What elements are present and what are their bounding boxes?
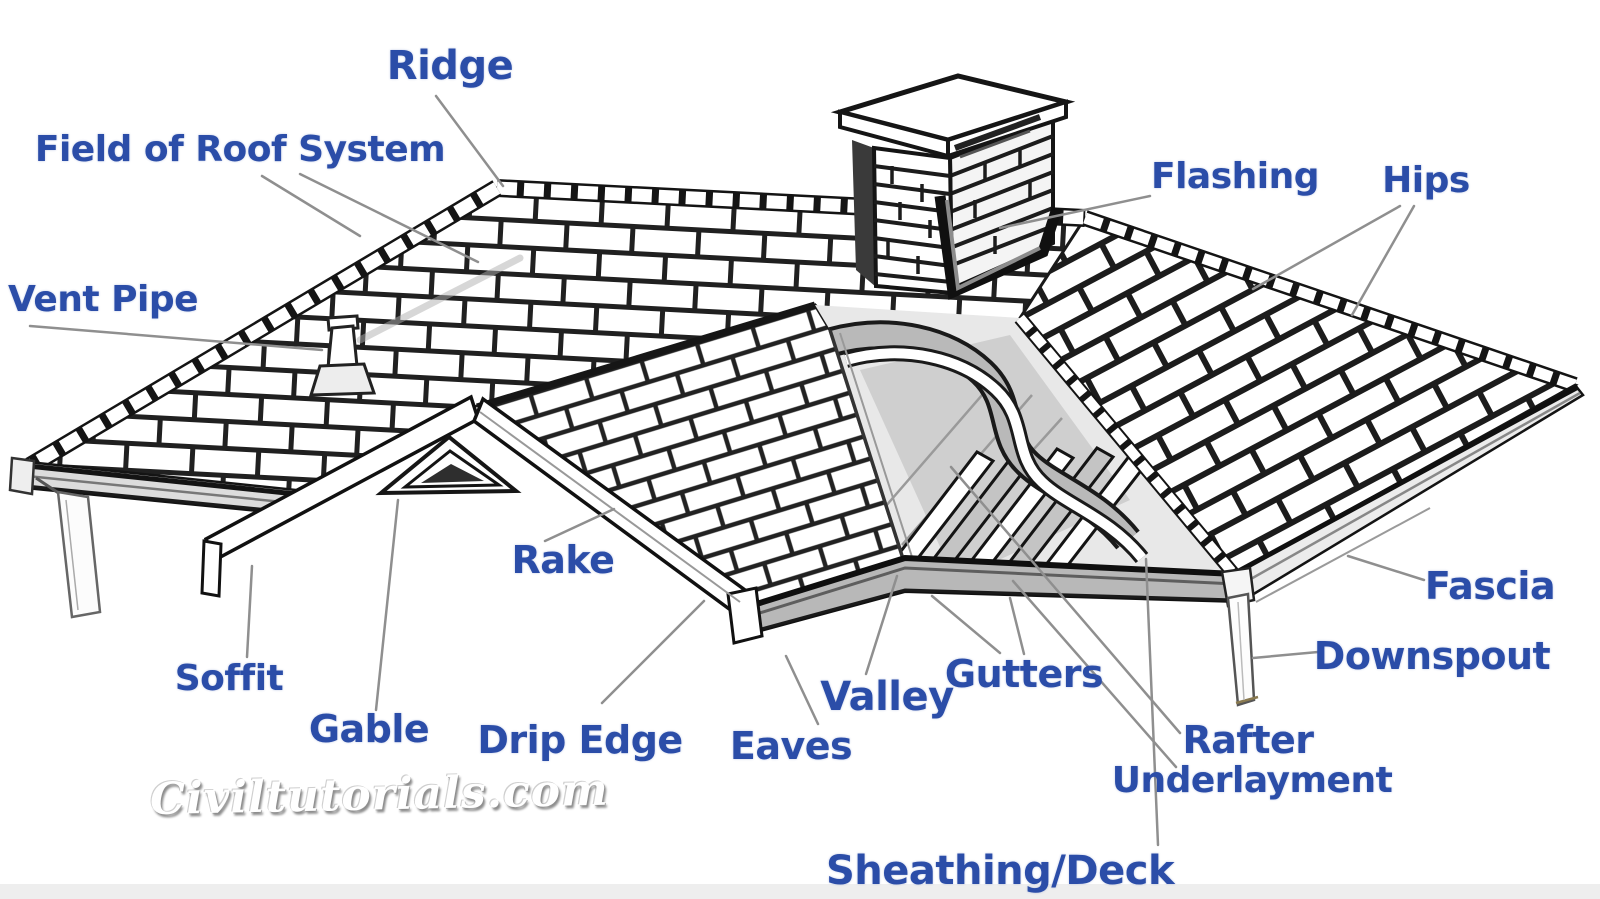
leader-ridge bbox=[434, 94, 505, 188]
label-gable: Gable bbox=[308, 707, 430, 751]
leader-gable bbox=[374, 498, 400, 712]
bottom-smudge bbox=[0, 884, 1600, 899]
leader-hips bbox=[1251, 204, 1402, 291]
leader-soffit bbox=[245, 564, 254, 659]
label-eaves: Eaves bbox=[729, 724, 853, 768]
label-field-of-roof-system: Field of Roof System bbox=[34, 129, 446, 170]
leader-underlayment bbox=[1011, 579, 1178, 769]
label-sheathing-deck: Sheathing/Deck bbox=[825, 848, 1175, 894]
vent-pipe-shape bbox=[308, 254, 524, 397]
label-hips: Hips bbox=[1382, 160, 1470, 201]
gable-wall bbox=[215, 407, 742, 600]
leader-gutters bbox=[1008, 596, 1026, 656]
label-ridge: Ridge bbox=[386, 43, 514, 89]
right-downspout bbox=[1226, 592, 1259, 707]
label-flashing: Flashing bbox=[1150, 156, 1320, 197]
label-underlayment: Underlayment bbox=[1111, 760, 1393, 801]
leader-drip-edge bbox=[600, 599, 706, 705]
label-vent-pipe: Vent Pipe bbox=[7, 279, 199, 320]
label-soffit: Soffit bbox=[174, 658, 284, 699]
gable-vent bbox=[375, 434, 522, 496]
leader-vent-pipe bbox=[28, 324, 324, 352]
leader-flashing bbox=[998, 194, 1152, 230]
leader-gutters bbox=[930, 594, 1002, 655]
valley-line bbox=[828, 329, 907, 566]
label-downspout: Downspout bbox=[1313, 634, 1551, 678]
leader-field-of-roof-system bbox=[298, 172, 480, 264]
leader-rafter bbox=[949, 465, 1182, 735]
leader-sheathing-deck bbox=[1144, 557, 1160, 847]
label-fascia: Fascia bbox=[1424, 564, 1556, 608]
label-rafter: Rafter bbox=[1182, 718, 1314, 762]
watermark: Civiltutorials.com bbox=[149, 764, 610, 826]
label-drip-edge: Drip Edge bbox=[477, 718, 683, 762]
label-gutters: Gutters bbox=[944, 652, 1104, 696]
left-downspout bbox=[35, 476, 102, 619]
gable-ridge-line bbox=[475, 301, 817, 411]
leader-eaves bbox=[784, 654, 820, 726]
hip-cap-front bbox=[1014, 313, 1243, 583]
leader-rake bbox=[543, 507, 616, 543]
hip-cap-right bbox=[1082, 210, 1578, 393]
leader-fascia bbox=[1346, 554, 1426, 582]
chimney bbox=[830, 73, 1076, 297]
leader-lines bbox=[28, 94, 1426, 847]
label-valley: Valley bbox=[820, 674, 954, 720]
leader-hips bbox=[1350, 204, 1416, 317]
leader-downspout bbox=[1251, 650, 1320, 660]
underlayment-band bbox=[828, 320, 1149, 564]
leader-field-of-roof-system bbox=[260, 174, 362, 238]
cutaway-section bbox=[815, 305, 1237, 578]
left-edge-cap bbox=[25, 180, 502, 474]
label-rake: Rake bbox=[511, 538, 615, 582]
leader-valley bbox=[864, 574, 899, 676]
chimney-flashing bbox=[934, 195, 1063, 301]
